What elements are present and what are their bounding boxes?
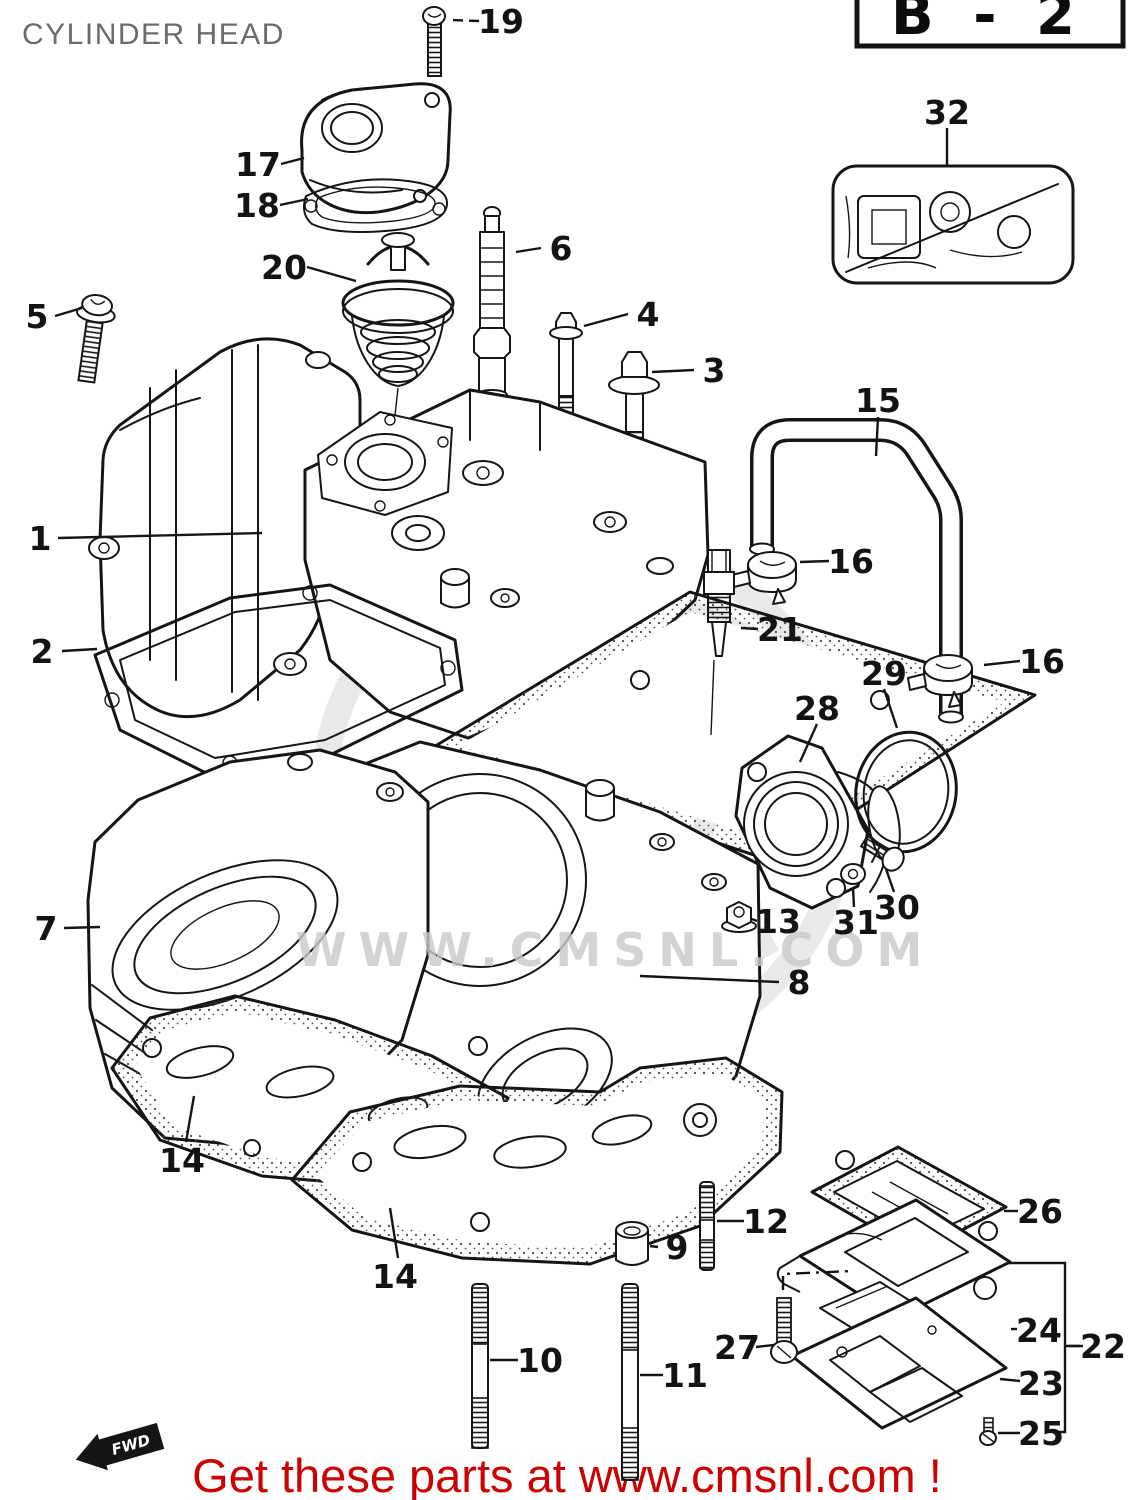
callout-label-3: 4: [637, 295, 660, 334]
callout-leader-8: [649, 1244, 659, 1249]
callout-leader-2: [651, 368, 695, 374]
callout-label-30: 29: [861, 654, 907, 693]
callout-label-1: 2: [31, 632, 54, 671]
callout-label-9: 10: [517, 1341, 563, 1380]
callout-leader-22: [740, 626, 759, 631]
callout-leader-20: [449, 18, 480, 23]
fwd-marker: FWD: [75, 1422, 165, 1471]
callout-leader-5: [515, 246, 542, 254]
callout-leader-3: [583, 312, 629, 328]
page-title: CYLINDER HEAD: [22, 18, 285, 51]
watermark-text: WWW.CMSNL.COM: [296, 923, 935, 977]
part-9-dowel: [615, 1221, 649, 1266]
callout-label-4: 5: [26, 297, 49, 336]
part-10-stud: [471, 1283, 489, 1449]
callout-label-31: 30: [874, 888, 920, 927]
callout-label-33: 32: [924, 93, 970, 132]
callout-label-5: 6: [550, 229, 573, 268]
callout-label-22: 21: [757, 610, 803, 649]
exploded-diagram: [75, 6, 1080, 1481]
callout-label-0: 1: [29, 519, 52, 558]
part-15-water-hose: [749, 418, 964, 724]
footer-caption: Get these parts at www.cmsnl.com !: [192, 1449, 942, 1500]
callout-leader-18: [280, 156, 305, 166]
callout-leader-24: [999, 1377, 1021, 1383]
callout-label-17: 16: [1019, 642, 1065, 681]
callout-label-2: 3: [703, 351, 726, 390]
part-2-cover-gasket: [93, 583, 464, 777]
callout-label-13: 14: [159, 1141, 205, 1180]
part-16-hose-clamp-a: [731, 551, 797, 605]
callout-label-20: 19: [478, 2, 524, 41]
part-20-thermostat: [341, 232, 455, 453]
callout-label-8: 9: [666, 1228, 689, 1267]
part-16-hose-clamp-b: [907, 654, 973, 708]
callout-leader-17: [983, 659, 1021, 667]
callout-leader-4: [54, 306, 83, 318]
callout-label-26: 25: [1018, 1414, 1064, 1453]
part-19-bolt: [422, 6, 446, 77]
section-code: B - 2: [891, 0, 1085, 48]
callout-label-18: 17: [235, 145, 281, 184]
callout-leader-13: [184, 1095, 196, 1143]
callout-leader-29: [798, 723, 819, 763]
callout-label-16: 16: [828, 542, 874, 581]
callout-label-28: 27: [714, 1328, 760, 1367]
callout-leader-31: [884, 868, 896, 893]
callout-leader-1: [61, 647, 98, 653]
callout-leader-6: [63, 925, 101, 930]
callout-label-7: 8: [788, 963, 811, 1002]
callout-leader-19: [279, 197, 309, 207]
fwd-arrow-head: [75, 1433, 108, 1471]
callout-leader-0: [57, 531, 263, 540]
part-28-intake-joint: [734, 734, 901, 910]
callout-label-14: 14: [372, 1257, 418, 1296]
callout-label-25: 24: [1016, 1311, 1062, 1350]
part-12-stud: [699, 1181, 715, 1271]
part-11-stud: [621, 1283, 639, 1481]
part-13-nut: [721, 901, 757, 933]
callout-leader-21: [306, 265, 357, 283]
callout-leader-28: [755, 1343, 775, 1349]
part-14-base-gasket-lower: [290, 1056, 784, 1266]
part-25-screw: [979, 1417, 997, 1446]
callout-label-21: 20: [261, 248, 307, 287]
part-32-gasket-set: [831, 164, 1075, 285]
callout-label-23: 22: [1080, 1327, 1126, 1366]
callout-label-27: 26: [1017, 1192, 1063, 1231]
part-23-reed-stopper: [790, 1296, 1008, 1430]
part-17-water-outlet-cap: [300, 82, 452, 215]
callout-leader-12: [751, 917, 758, 923]
callout-label-6: 7: [35, 909, 58, 948]
callout-leader-14: [388, 1207, 400, 1259]
callout-leader-7: [639, 974, 780, 984]
callout-leader-15: [874, 416, 880, 457]
fwd-arrow-body: [97, 1422, 165, 1466]
callout-label-32: 31: [833, 903, 879, 942]
part-5-bolt: [75, 294, 116, 384]
callout-label-11: 12: [743, 1202, 789, 1241]
callout-label-29: 28: [794, 689, 840, 728]
callout-label-15: 15: [855, 381, 901, 420]
part-18-outlet-gasket: [303, 178, 449, 233]
callout-leader-32: [851, 887, 856, 908]
part-21-temp-sensor: [703, 549, 735, 657]
callout-leader-16: [799, 559, 830, 564]
part-27-screw: [770, 1297, 798, 1364]
callout-label-12: 13: [755, 902, 801, 941]
callout-label-10: 11: [662, 1356, 708, 1395]
callout-label-24: 23: [1018, 1364, 1064, 1403]
callout-leader-30: [882, 688, 899, 729]
callout-label-19: 18: [234, 186, 280, 225]
part-31-washer: [840, 863, 866, 885]
section-code-box: B - 2: [854, 0, 1126, 49]
